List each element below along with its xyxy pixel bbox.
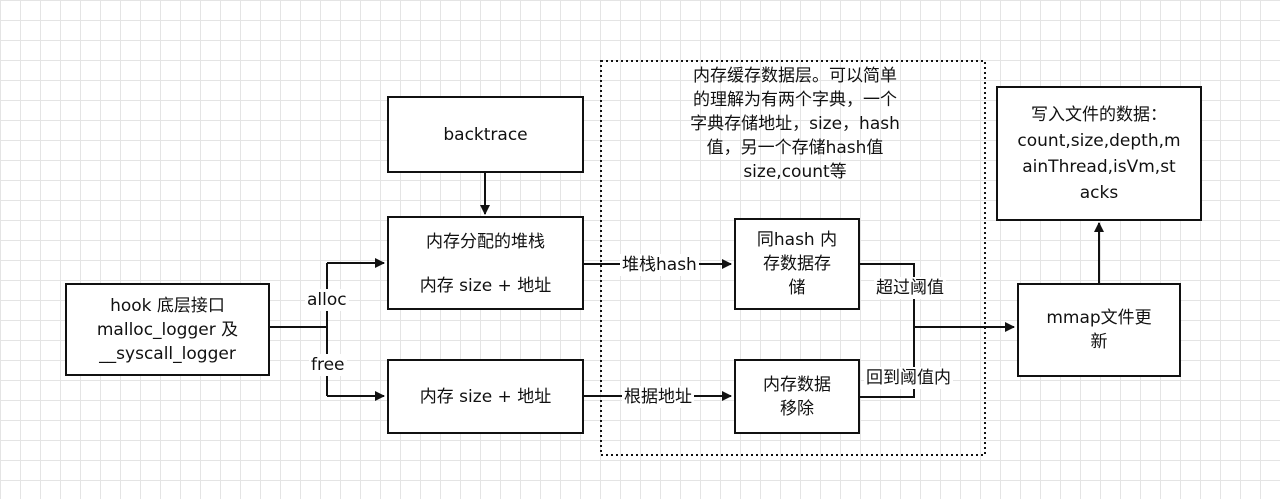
free-mem-node-text: 内存 size + 地址 [419, 386, 552, 407]
backtrace-node-text: backtrace [443, 124, 528, 145]
backtrace-node: backtrace [387, 96, 584, 173]
hash-store-node: 同hash 内 存数据存 储 [734, 218, 860, 310]
cache-layer-note: 内存缓存数据层。可以简单 的理解为有两个字典，一个 字典存储地址，size，ha… [690, 66, 900, 182]
mem-remove-node-text: 内存数据 移除 [763, 374, 831, 419]
free-mem-node: 内存 size + 地址 [387, 359, 584, 434]
mmap-update-node: mmap文件更 新 [1017, 283, 1181, 377]
hook-node: hook 底层接口 malloc_logger 及 __syscall_logg… [65, 283, 270, 376]
hook-node-text: hook 底层接口 malloc_logger 及 __syscall_logg… [96, 295, 239, 364]
cache-layer-container [600, 60, 986, 456]
edge-label-back-within-threshold: 回到阈值内 [864, 367, 953, 389]
edge-back-within-threshold [859, 327, 915, 398]
write-data-node-text: 写入文件的数据： count,size,depth,m ainThread,is… [1017, 104, 1181, 203]
edge-label-over-threshold: 超过阈值 [874, 277, 946, 299]
hash-store-node-text: 同hash 内 存数据存 储 [756, 230, 838, 298]
edge-label-stack-hash: 堆栈hash [620, 254, 699, 276]
edge-label-by-address: 根据地址 [622, 386, 694, 408]
alloc-stack-subtitle: 内存 size + 地址 [419, 276, 552, 296]
mmap-update-node-text: mmap文件更 新 [1046, 308, 1152, 352]
edge-label-alloc: alloc [305, 289, 349, 311]
alloc-stack-title: 内存分配的堆栈 [426, 232, 545, 252]
alloc-stack-node: 内存分配的堆栈 内存 size + 地址 [387, 216, 584, 310]
edge-over-threshold [859, 263, 915, 327]
mem-remove-node: 内存数据 移除 [734, 359, 860, 434]
write-data-node: 写入文件的数据： count,size,depth,m ainThread,is… [996, 86, 1202, 221]
edge-label-free: free [309, 354, 347, 376]
